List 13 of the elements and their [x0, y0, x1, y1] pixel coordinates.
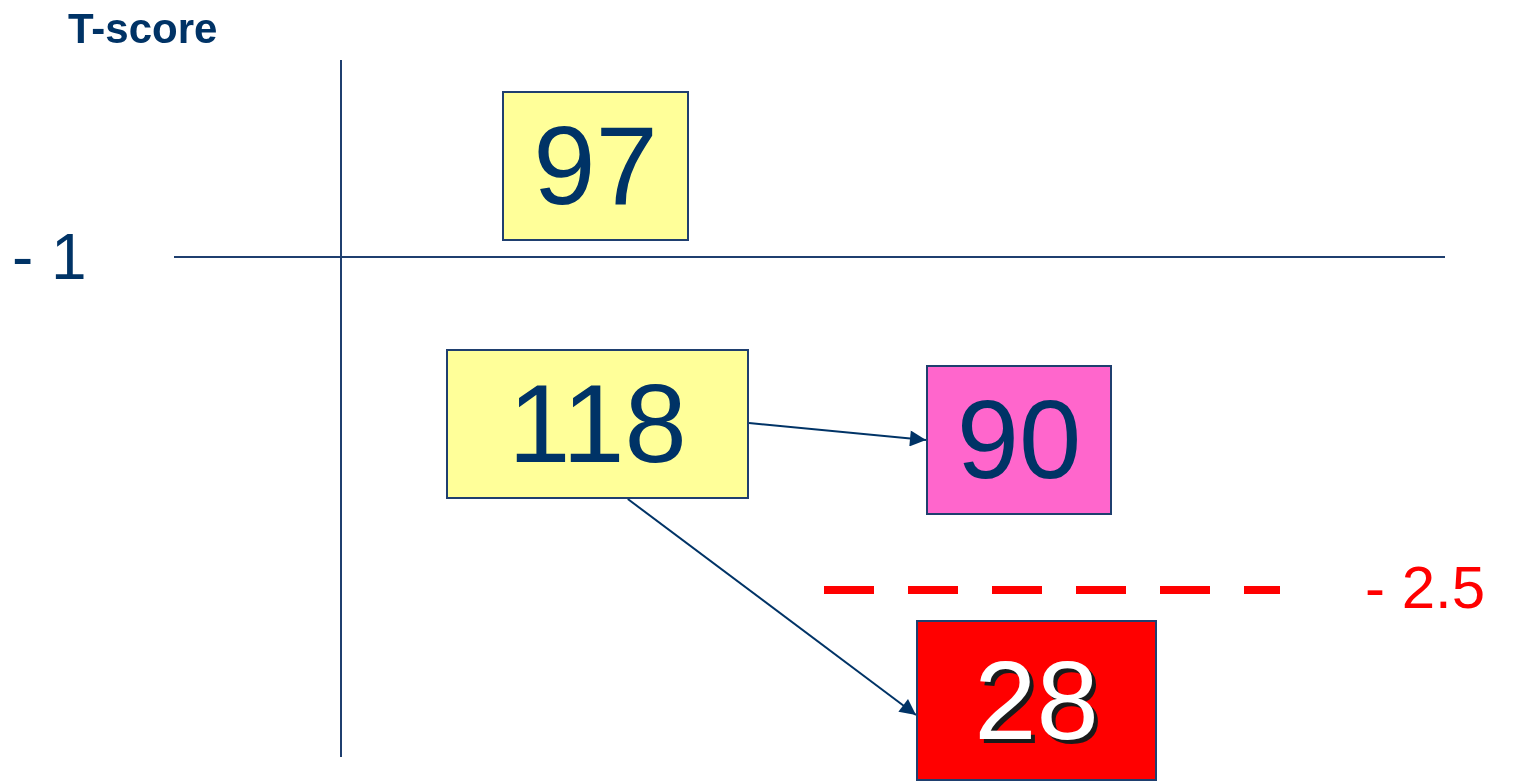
value-text: 118: [508, 368, 687, 480]
arrow: [748, 422, 927, 447]
value-text: 97: [533, 110, 658, 222]
value-box: [926, 365, 1112, 515]
value-box: [446, 349, 749, 499]
axis-title: T-score: [68, 8, 218, 50]
value-text: 28: [974, 644, 1099, 757]
value-box: [502, 91, 689, 241]
arrow: [626, 498, 917, 716]
threshold-value: - 2.5: [1365, 558, 1486, 618]
value-text: 90: [956, 384, 1082, 496]
threshold-value: - 1: [12, 225, 87, 289]
value-box: [916, 620, 1157, 781]
